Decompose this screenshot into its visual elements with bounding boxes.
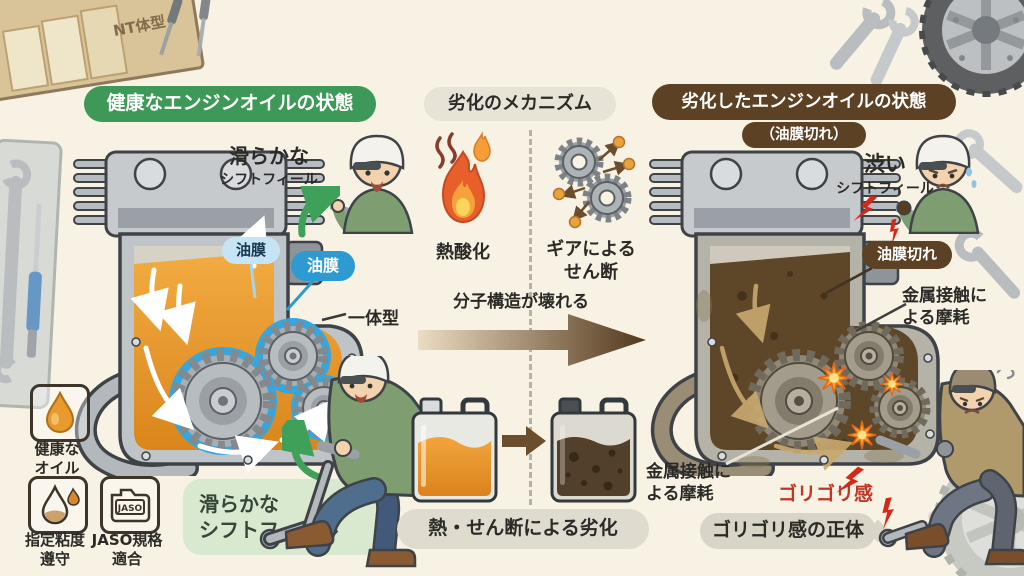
can-transition-arrow bbox=[502, 426, 546, 456]
oil-drop-icon bbox=[45, 390, 75, 433]
gear bbox=[171, 349, 275, 453]
dizzy-squiggle bbox=[996, 370, 1015, 380]
fresh-oil-can bbox=[411, 397, 498, 503]
unified-label: 一体型 bbox=[348, 309, 399, 329]
box-flap bbox=[1, 24, 50, 93]
jaso-badge-label: JASO規格 適合 bbox=[91, 531, 163, 568]
oil-film-label-2: 油膜 bbox=[291, 251, 355, 281]
sad-rider bbox=[896, 134, 980, 234]
svg-text:JASO: JASO bbox=[117, 504, 143, 514]
grinding-cause-bubble: ゴリゴリ感の正体 bbox=[700, 513, 876, 549]
jaso-badge: JASO bbox=[100, 476, 160, 534]
film-breakdown-label: 油膜切れ bbox=[862, 241, 952, 269]
rider-shifting-healthy bbox=[259, 356, 427, 568]
shear-arrows bbox=[559, 141, 631, 222]
tray-tools bbox=[0, 159, 42, 384]
jaso-can-icon: JASO bbox=[110, 488, 151, 523]
healthy-title: 健康なエンジンオイルの状態 bbox=[84, 86, 376, 122]
happy-rider bbox=[330, 134, 414, 234]
viscosity-drop-icon bbox=[41, 483, 80, 525]
smooth-shift-label: 滑らかな シフトフィール bbox=[220, 144, 318, 188]
gear-shear-label: ギアによる せん断 bbox=[546, 239, 636, 284]
molecular-breakdown-label: 分子構造が壊れる bbox=[453, 292, 589, 312]
screwdrivers-decoration bbox=[159, 0, 211, 57]
stiff-shift-label: 渋い シフトフィール bbox=[836, 152, 934, 197]
oil-film-label-1: 油膜 bbox=[222, 237, 280, 264]
tool-tray bbox=[0, 138, 63, 410]
metal-contact-sparks bbox=[817, 361, 905, 450]
gear bbox=[747, 349, 851, 453]
degraded-title: 劣化したエンジンオイルの状態 bbox=[652, 84, 956, 120]
gear bbox=[869, 377, 931, 439]
flame-icon bbox=[435, 131, 491, 224]
motorcycle-wheel bbox=[919, 0, 1024, 97]
gear-shear-icon bbox=[552, 135, 636, 229]
heat-shear-caption: 熱・せん断による劣化 bbox=[397, 509, 649, 549]
grinding-feel-label: ゴリゴリ感 bbox=[778, 483, 874, 505]
wrench-icon bbox=[829, 0, 919, 86]
healthy-oil-badge-label: 健康な オイル bbox=[34, 440, 80, 477]
gear bbox=[582, 173, 632, 223]
mechanism-title: 劣化のメカニズム bbox=[424, 87, 616, 121]
heat-oxidation-label: 熱酸化 bbox=[436, 242, 490, 263]
wrench-icon bbox=[954, 228, 1021, 299]
gear bbox=[554, 137, 604, 187]
healthy-oil-badge bbox=[30, 384, 90, 442]
degradation-arrow bbox=[418, 314, 646, 366]
green-arrow-icon bbox=[296, 186, 340, 238]
degraded-oil-can bbox=[550, 397, 637, 503]
rider-shifting-degraded bbox=[875, 370, 1024, 566]
gear bbox=[834, 321, 904, 391]
gear bbox=[258, 321, 328, 391]
viscosity-badge-label: 指定粘度 遵守 bbox=[24, 531, 85, 568]
metal-wear-label-top: 金属接触に よる摩耗 bbox=[902, 286, 987, 329]
degraded-subtitle: （油膜切れ） bbox=[742, 122, 866, 148]
metal-wear-label-bottom: 金属接触に よる摩耗 bbox=[646, 462, 731, 505]
molecule-dots bbox=[552, 135, 636, 229]
viscosity-badge bbox=[28, 476, 88, 534]
dashed-divider bbox=[529, 130, 532, 505]
